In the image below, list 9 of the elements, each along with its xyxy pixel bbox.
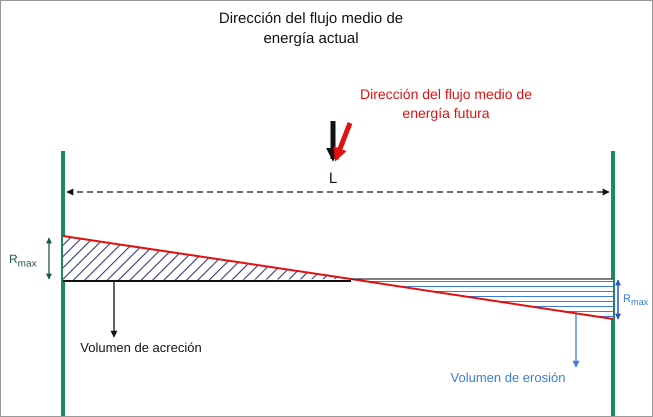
area-label: Volumen de erosión (450, 369, 566, 386)
leader-line (572, 313, 580, 368)
caption-text: Dirección del flujo medio de energía actual (218, 9, 404, 49)
area-label: Volumen de acreción (79, 339, 203, 356)
dimension-label: R$_{max}$ (623, 292, 650, 310)
leader-line (110, 281, 118, 338)
caption-text: Dirección del flujo medio de energía futura (359, 85, 533, 123)
dimension-label: L (328, 169, 338, 189)
dimension-label: R$_{max}$ (9, 251, 38, 272)
